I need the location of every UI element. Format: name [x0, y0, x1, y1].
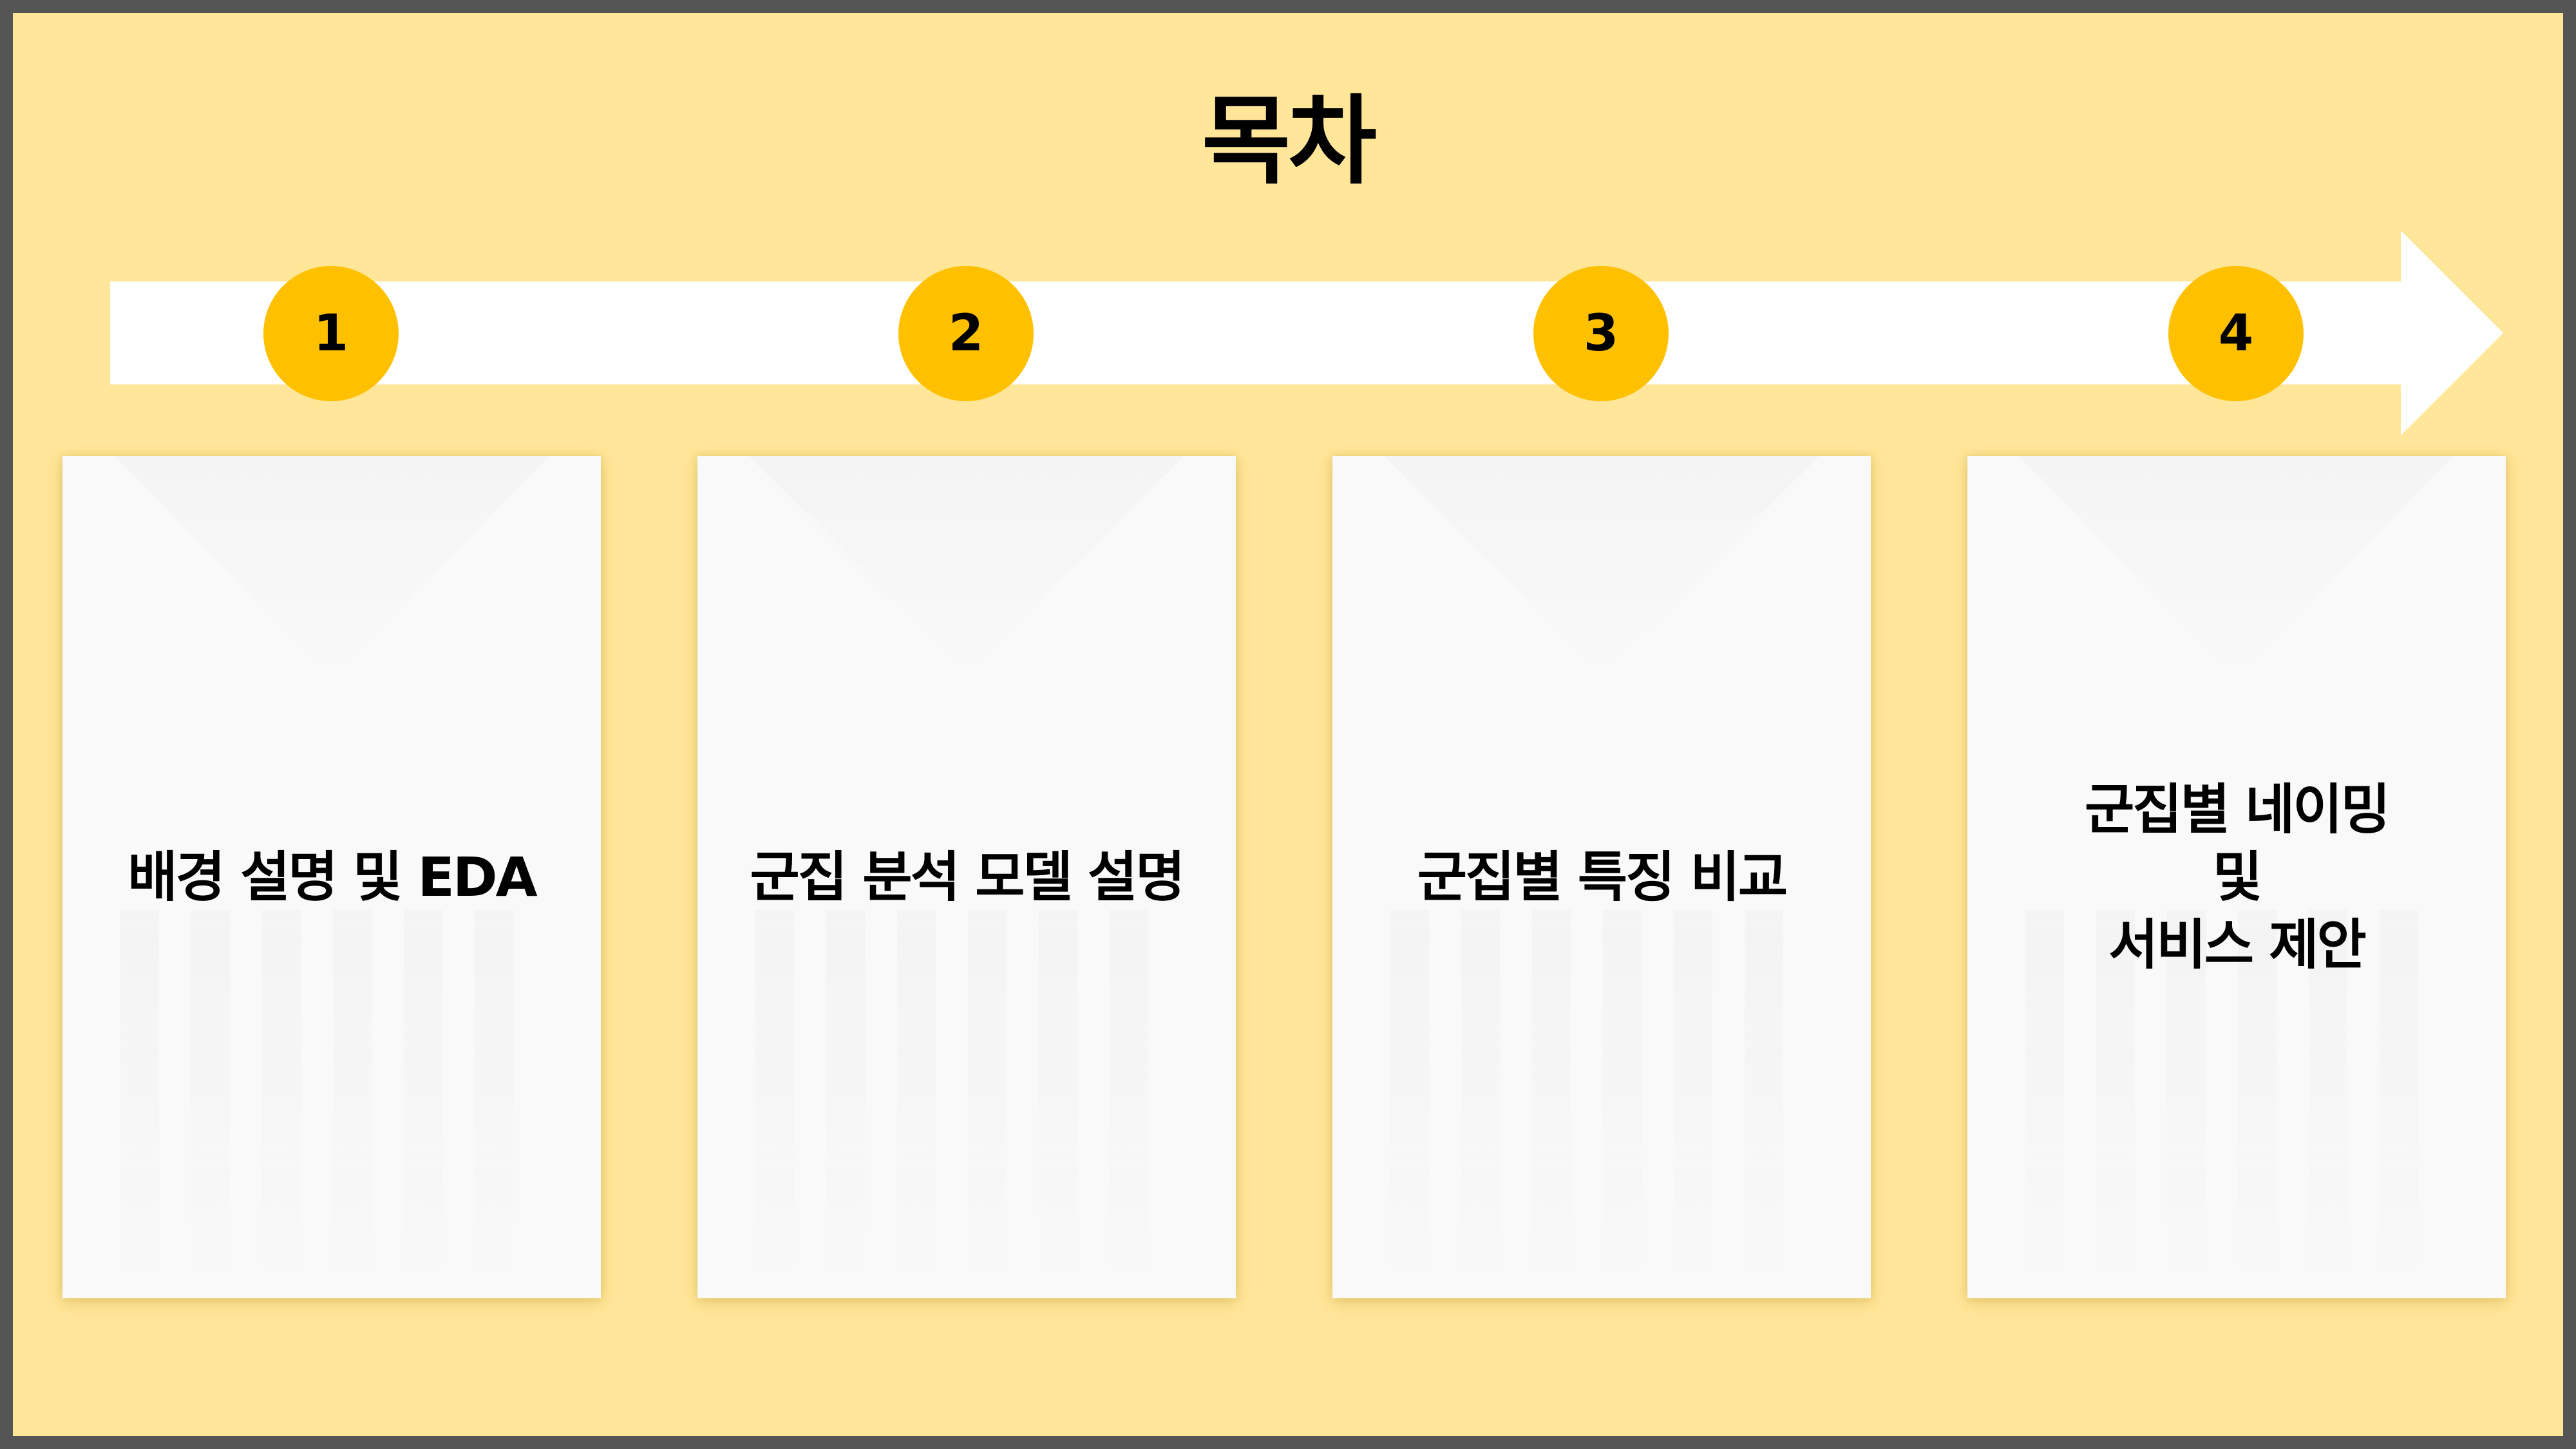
step-number-badge-1: 1 [263, 266, 399, 401]
card-text-reflection [755, 910, 1178, 1285]
card-decoration [2019, 456, 2454, 675]
right-arrow-icon [2401, 231, 2503, 435]
page-title: 목차 [1201, 86, 1377, 198]
agenda-card-label: 배경 설명 및 EDA [128, 845, 537, 909]
agenda-card-label: 군집별 특징 비교 [1417, 845, 1788, 909]
agenda-card-2: 군집 분석 모델 설명 [697, 456, 1236, 1298]
card-decoration [114, 456, 549, 675]
timeline-arrow-bar [110, 281, 2409, 384]
step-number-badge-4: 4 [2168, 266, 2304, 401]
card-decoration [749, 456, 1184, 675]
agenda-card-4: 군집별 네이밍 및 서비스 제안 [1967, 456, 2506, 1298]
agenda-card-label: 군집 분석 모델 설명 [750, 845, 1186, 909]
agenda-card-label: 군집별 네이밍 및 서비스 제안 [2085, 777, 2391, 976]
card-text-reflection [120, 910, 543, 1285]
step-number-badge-3: 3 [1533, 266, 1669, 401]
agenda-card-3: 군집별 특징 비교 [1332, 456, 1871, 1298]
card-text-reflection [1390, 910, 1813, 1285]
slide: 목차 1 2 3 4 배경 설명 및 EDA 군집 분석 모델 설명 군집별 특… [13, 13, 2563, 1436]
card-decoration [1384, 456, 1819, 675]
card-text-reflection [2025, 910, 2448, 1285]
agenda-card-1: 배경 설명 및 EDA [62, 456, 601, 1298]
step-number-badge-2: 2 [898, 266, 1034, 401]
